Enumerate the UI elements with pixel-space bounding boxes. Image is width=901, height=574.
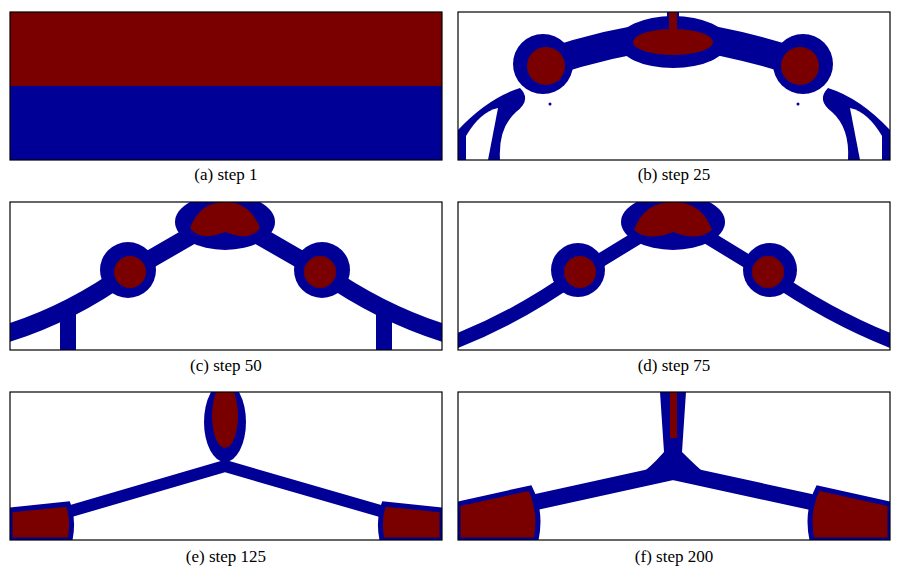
panel-caption: (f) step 200: [635, 548, 713, 567]
panel-caption: (e) step 125: [186, 548, 266, 567]
panel-d: [454, 194, 894, 350]
panel-caption: (d) step 75: [638, 357, 711, 376]
panel-b: [458, 12, 890, 160]
panel-e: [6, 382, 446, 540]
panel-c: [5, 194, 447, 352]
panel-caption: (a) step 1: [194, 166, 257, 185]
panel-caption: (b) step 25: [638, 166, 711, 185]
panel-f: [454, 392, 894, 540]
panel-a: [10, 12, 442, 160]
panel-caption: (c) step 50: [190, 357, 262, 376]
